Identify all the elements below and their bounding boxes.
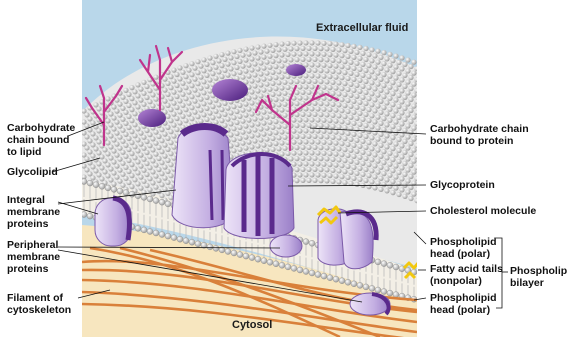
label-cholesterol-molecule: Cholesterol molecule xyxy=(430,205,536,217)
label-peripheral-membrane-proteins: Peripheral membrane proteins xyxy=(7,239,60,275)
label-carbohydrate-chain-protein: Carbohydrate chain bound to protein xyxy=(430,123,529,147)
extracellular-fluid-label: Extracellular fluid xyxy=(316,22,408,34)
label-fatty-acid-tails: Fatty acid tails (nonpolar) xyxy=(430,263,503,287)
label-glycolipid: Glycolipid xyxy=(7,166,58,178)
cytosol-label: Cytosol xyxy=(232,319,272,331)
label-phospholipid-head-top: Phospholipid head (polar) xyxy=(430,236,497,260)
label-filament-cytoskeleton: Filament of cytoskeleton xyxy=(7,292,71,316)
label-phospholipid-head-bottom: Phospholipid head (polar) xyxy=(430,292,497,316)
label-phospholipid-bilayer: Phospholip bilayer xyxy=(510,265,567,289)
integral-protein-left xyxy=(95,198,131,246)
label-integral-membrane-proteins: Integral membrane proteins xyxy=(7,194,60,230)
glycoprotein xyxy=(224,153,294,239)
label-carbohydrate-chain-lipid: Carbohydrate chain bound to lipid xyxy=(7,122,75,158)
label-glycoprotein: Glycoprotein xyxy=(430,179,495,191)
